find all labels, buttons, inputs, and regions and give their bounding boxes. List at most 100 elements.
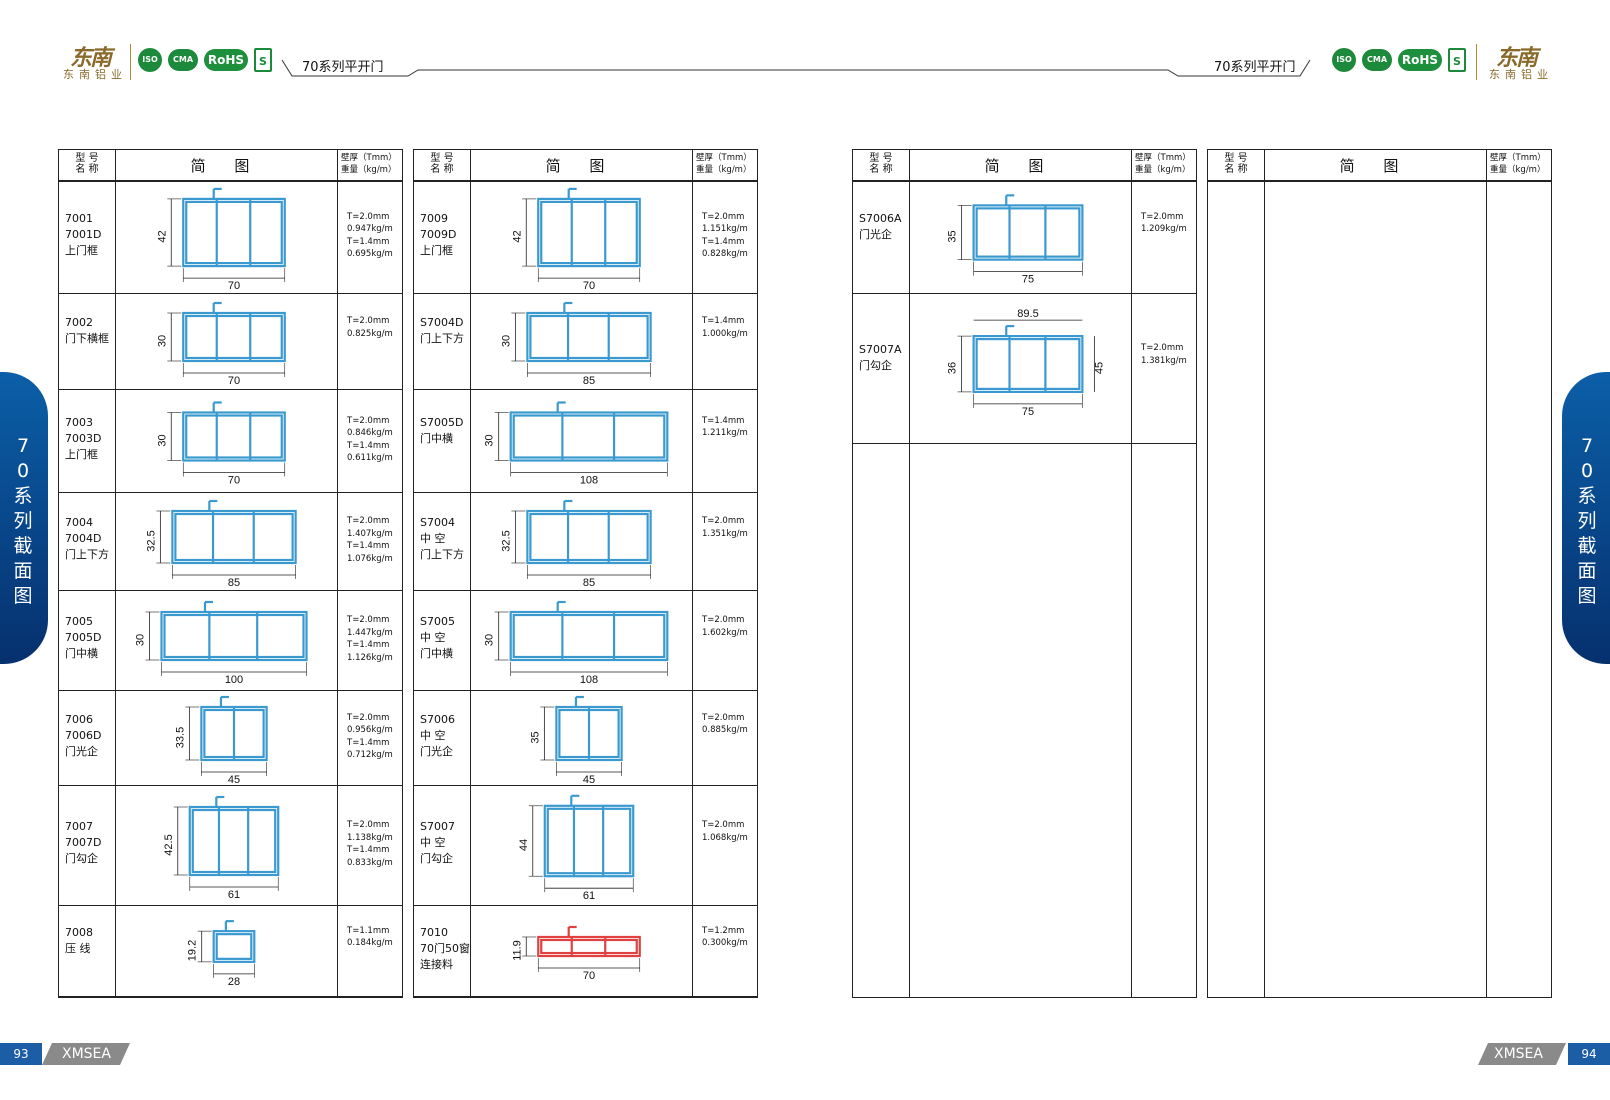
- dimension-label: 35: [947, 230, 959, 242]
- dimension-label: 85: [583, 375, 595, 387]
- dimension-label: 61: [583, 890, 595, 902]
- dimension-label: 108: [580, 674, 598, 686]
- row-divider: [414, 492, 757, 493]
- dimension-label: 33.5: [174, 727, 186, 748]
- header-divider: [853, 180, 1196, 182]
- dimension-label: 19.2: [187, 940, 199, 961]
- profile-spec: T=2.0mm 1.407kg/m T=1.4mm 1.076kg/m: [347, 516, 393, 564]
- qs-badge-icon: S: [254, 48, 272, 72]
- series-title-left: 70系列平开门: [302, 60, 384, 75]
- header-spec-top: 壁厚（Tmm）: [696, 153, 752, 163]
- profile-spec: T=2.0mm 1.447kg/m T=1.4mm 1.126kg/m: [347, 615, 393, 663]
- header-spec-top: 壁厚（Tmm）: [1135, 153, 1191, 163]
- row-divider: [414, 905, 757, 906]
- header-model: 型 号名 称: [853, 153, 909, 175]
- dimension-label: 32.5: [500, 530, 512, 551]
- profile-spec: T=1.2mm 0.300kg/m: [702, 925, 748, 949]
- profile-drawing: 85 30: [471, 294, 691, 388]
- profile-model: 7002 门下横框: [65, 316, 109, 345]
- dimension-label: 32.5: [145, 530, 157, 551]
- header-model-bottom: 名 称: [430, 164, 454, 175]
- header-rule: [281, 59, 1311, 77]
- dimension-label: 45: [228, 774, 240, 784]
- dimension-label: 70: [583, 970, 595, 982]
- profile-spec: T=2.0mm 1.381kg/m: [1141, 343, 1187, 366]
- header-divider: [1208, 180, 1551, 182]
- header-model: 型 号名 称: [1208, 153, 1264, 175]
- header-spec-top: 壁厚（Tmm）: [1490, 153, 1546, 163]
- dimension-label: 11.9: [511, 940, 523, 961]
- dimension-label: 75: [1022, 274, 1034, 286]
- profile-drawing: 75 35: [910, 181, 1130, 292]
- iso-badge-icon: ISO: [1332, 48, 1356, 72]
- brand-mark: 东南: [70, 45, 112, 71]
- brand-mark: 东南: [1496, 45, 1538, 71]
- dimension-label: 75: [1022, 406, 1034, 418]
- profile-model: S7006 中 空 门光企: [420, 712, 455, 758]
- header-spec-bottom: 重量（kg/m）: [1490, 165, 1546, 175]
- header-spec: 壁厚（Tmm）重量（kg/m）: [337, 152, 404, 176]
- dimension-label: 30: [500, 335, 512, 347]
- header-spec: 壁厚（Tmm） 重量（kg/m）: [692, 152, 759, 176]
- cert-badges-left: ISO CMA RoHS S: [138, 46, 272, 74]
- header-sketch: 简 图: [190, 157, 262, 175]
- profile-model: 7005 7005D 门中横: [65, 615, 102, 660]
- profile-model: 7004 7004D 门上下方: [65, 516, 109, 561]
- side-tab-right: 70系列截面图: [1562, 372, 1610, 664]
- row-divider: [853, 443, 1196, 444]
- dimension-label: 30: [484, 434, 496, 446]
- profile-model: S7004D 门上下方: [420, 316, 464, 345]
- row-divider: [414, 785, 757, 786]
- row-divider: [59, 389, 402, 390]
- dimension-label: 100: [225, 674, 243, 686]
- header-spec-top: 壁厚（Tmm）: [341, 153, 397, 163]
- dimension-label: 45: [1093, 362, 1105, 374]
- header-model-top: 型 号: [430, 153, 454, 164]
- dimension-label: 70: [228, 475, 240, 487]
- row-divider: [59, 590, 402, 591]
- dimension-label: 70: [583, 280, 595, 292]
- dimension-label: 108: [580, 475, 598, 487]
- profile-spec: T=2.0mm 0.947kg/m T=1.4mm 0.695kg/m: [347, 211, 393, 260]
- profile-spec: T=2.0mm 0.825kg/m: [347, 316, 393, 339]
- profile-spec: T=2.0mm 1.138kg/m T=1.4mm 0.833kg/m: [347, 820, 393, 868]
- profile-drawing: 70 11.9: [471, 906, 691, 995]
- header-spec-bottom: 重量（kg/m）: [1135, 165, 1191, 175]
- brand-logo-left: 东南 东南铝业: [56, 40, 134, 84]
- profile-model: 7003 7003D 上门框: [65, 415, 102, 461]
- cma-badge-icon: CMA: [168, 49, 198, 71]
- row-divider: [414, 690, 757, 691]
- header-spec-bottom: 重量（kg/m）: [696, 165, 752, 175]
- profile-section-icon: 100 30: [135, 600, 308, 686]
- dimension-label: 30: [156, 335, 168, 347]
- profile-spec: T=2.0mm 0.885kg/m: [702, 712, 748, 736]
- profile-spec: T=1.4mm 1.000kg/m: [702, 316, 748, 339]
- profile-model: 7001 7001D 上门框: [65, 211, 102, 257]
- header-divider: [414, 180, 757, 182]
- dimension-label: 30: [135, 634, 147, 646]
- profile-section-icon: 45 33.5: [174, 695, 268, 784]
- column-divider: [692, 150, 693, 997]
- side-tab-label: 70系列截面图: [1577, 435, 1597, 607]
- dimension-label: 45: [583, 774, 595, 784]
- row-divider: [59, 905, 402, 906]
- profile-model: S7004 中 空 门上下方: [420, 516, 464, 561]
- profile-spec: T=2.0mm 1.209kg/m: [1141, 211, 1187, 235]
- column-divider: [337, 150, 338, 997]
